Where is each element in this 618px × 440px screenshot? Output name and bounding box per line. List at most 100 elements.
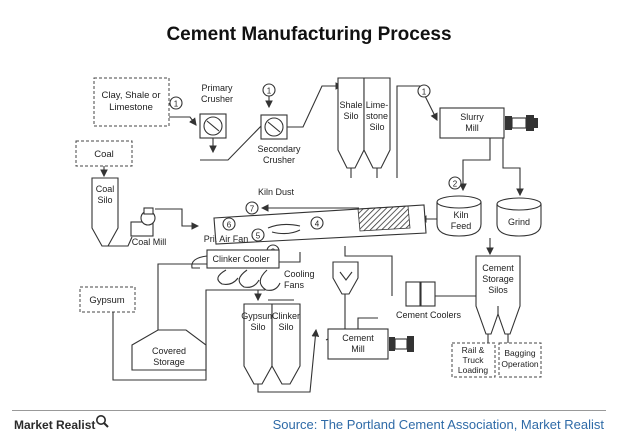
kiln-dust-label: Kiln Dust — [258, 187, 295, 197]
kiln-feed-label-line1: Kiln — [453, 210, 468, 220]
coal-silo-label-line2: Silo — [97, 195, 112, 205]
flow-primary-to-secondary — [200, 121, 266, 161]
grind-label: Grind — [508, 217, 530, 227]
limestone-silo-label-line3: Silo — [369, 122, 384, 132]
flow-silo-to-coalmill — [105, 236, 133, 247]
primary-crusher-label-line2: Crusher — [201, 94, 233, 104]
covered-storage-label-line1: Covered — [152, 346, 186, 356]
bagging-operation-box: Bagging Operation — [498, 342, 542, 378]
flow-mill-up — [357, 317, 378, 329]
magnifier-icon — [96, 415, 109, 428]
rail-truck-label-line1: Rail & — [462, 345, 485, 355]
cooling-fans-label-line2: Fans — [284, 280, 305, 290]
raw-materials-box: Clay, Shale or Limestone — [93, 77, 170, 127]
kiln-feed-label-line2: Feed — [451, 221, 472, 231]
flow-gypsum-line — [112, 289, 265, 381]
flow-slurry-to-kilnfeed — [459, 138, 491, 192]
clinker-silo-label-line1: Clinker — [272, 311, 300, 321]
svg-text:2: 2 — [453, 180, 458, 189]
step-badge-1a: 1 — [169, 96, 183, 110]
cement-coolers-label: Cement Coolers — [396, 310, 462, 320]
covered-storage: Covered Storage — [131, 329, 207, 371]
cement-storage-silos: Cement Storage Silos — [475, 255, 521, 335]
clinker-silo-label-line2: Silo — [278, 322, 293, 332]
flow-cooler-to-storage — [157, 263, 207, 336]
step-badge-1b: 1 — [262, 83, 276, 97]
gypsum-box: Gypsum — [79, 286, 136, 313]
shale-silo-label-line2: Silo — [343, 111, 358, 121]
flow-top-to-cement-coolers — [344, 246, 393, 296]
coal-mill: Coal Mill — [130, 207, 167, 247]
step-badge-4: 4 — [310, 216, 324, 230]
shale-silo-label-line1: Shale — [339, 100, 362, 110]
grind-tank: Grind — [496, 197, 542, 237]
gypsum-silo-label-line1: Gypsum — [241, 311, 275, 321]
clinker-silo: Clinker Silo — [271, 303, 301, 385]
step-badge-7: 7 — [245, 201, 259, 215]
rail-truck-label-line3: Loading — [458, 365, 489, 375]
slurry-mill-label-line2: Mill — [465, 123, 479, 133]
kiln-feed-tank: Kiln Feed — [436, 195, 482, 237]
diagram-title: Cement Manufacturing Process — [166, 24, 452, 45]
flow-raw-to-primary — [169, 116, 197, 126]
clinker-cooler: Clinker Cooler — [191, 249, 280, 269]
raw-materials-label-line2: Limestone — [109, 102, 153, 113]
coal-silo: Coal Silo — [91, 177, 119, 247]
bagging-label-line2: Operation — [501, 359, 539, 369]
flow-coalmill-to-kiln — [155, 208, 200, 230]
limestone-silo: Lime- stone Silo — [363, 77, 391, 169]
separator — [332, 261, 359, 295]
coal-label: Coal — [94, 149, 114, 160]
cooling-fans: Cooling Fans — [217, 269, 315, 291]
limestone-silo-label-line2: stone — [366, 111, 388, 121]
shale-silo: Shale Silo — [337, 77, 365, 169]
cement-storage-label-line3: Silos — [488, 285, 508, 295]
secondary-crusher: Secondary Crusher — [257, 114, 301, 165]
raw-materials-label-line1: Clay, Shale or — [102, 90, 161, 101]
coal-silo-label-line1: Coal — [96, 184, 115, 194]
cement-coolers: Cement Coolers — [396, 281, 462, 320]
svg-text:1: 1 — [174, 100, 179, 109]
svg-text:1: 1 — [422, 88, 427, 97]
bagging-label-line1: Bagging — [504, 348, 535, 358]
step-badge-2: 2 — [448, 176, 462, 190]
cement-mill-label-line2: Mill — [351, 344, 365, 354]
secondary-crusher-label-line2: Crusher — [263, 155, 295, 165]
step-badge-6: 6 — [222, 217, 236, 231]
cooling-fans-label-line1: Cooling — [284, 269, 315, 279]
gypsum-silo: Gypsum Silo — [241, 303, 275, 385]
step-badge-1c: 1 — [417, 84, 431, 98]
brand-logo-text: Market Realist — [14, 418, 96, 432]
cement-mill-label-line1: Cement — [342, 333, 374, 343]
slurry-mill-label-line1: Slurry — [460, 112, 484, 122]
limestone-silo-label-line1: Lime- — [366, 100, 389, 110]
clinker-cooler-label: Clinker Cooler — [212, 254, 269, 264]
footer-divider — [12, 410, 606, 411]
rail-truck-label-line2: Truck — [463, 355, 485, 365]
cement-mill: Cement Mill — [327, 328, 414, 360]
cement-storage-label-line2: Storage — [482, 274, 514, 284]
svg-text:5: 5 — [256, 232, 261, 241]
coal-mill-label: Coal Mill — [132, 237, 167, 247]
rail-truck-loading-box: Rail & Truck Loading — [451, 342, 496, 378]
flow-silos-to-slurry — [396, 85, 438, 178]
covered-storage-label-line2: Storage — [153, 357, 185, 367]
cement-storage-label-line1: Cement — [482, 263, 514, 273]
primary-crusher-label-line1: Primary — [202, 83, 233, 93]
flow-cooler-to-kiln — [279, 252, 301, 263]
flow-secondary-to-silos — [287, 82, 344, 128]
flow-slurry-to-grind — [502, 138, 524, 197]
gypsum-label: Gypsum — [89, 295, 124, 306]
coal-box: Coal — [75, 140, 133, 167]
primary-crusher: Primary Crusher — [199, 83, 233, 139]
step-badge-5: 5 — [251, 228, 265, 242]
secondary-crusher-label-line1: Secondary — [257, 144, 301, 154]
gypsum-silo-label-line2: Silo — [250, 322, 265, 332]
svg-text:Kiln Dust: Kiln Dust — [258, 187, 295, 197]
svg-text:6: 6 — [227, 221, 232, 230]
source-credit: Source: The Portland Cement Association,… — [272, 417, 604, 432]
svg-text:1: 1 — [267, 87, 272, 96]
pri-air-fan-label: Pri. Air Fan — [204, 234, 249, 244]
slurry-mill: Slurry Mill — [439, 107, 538, 139]
